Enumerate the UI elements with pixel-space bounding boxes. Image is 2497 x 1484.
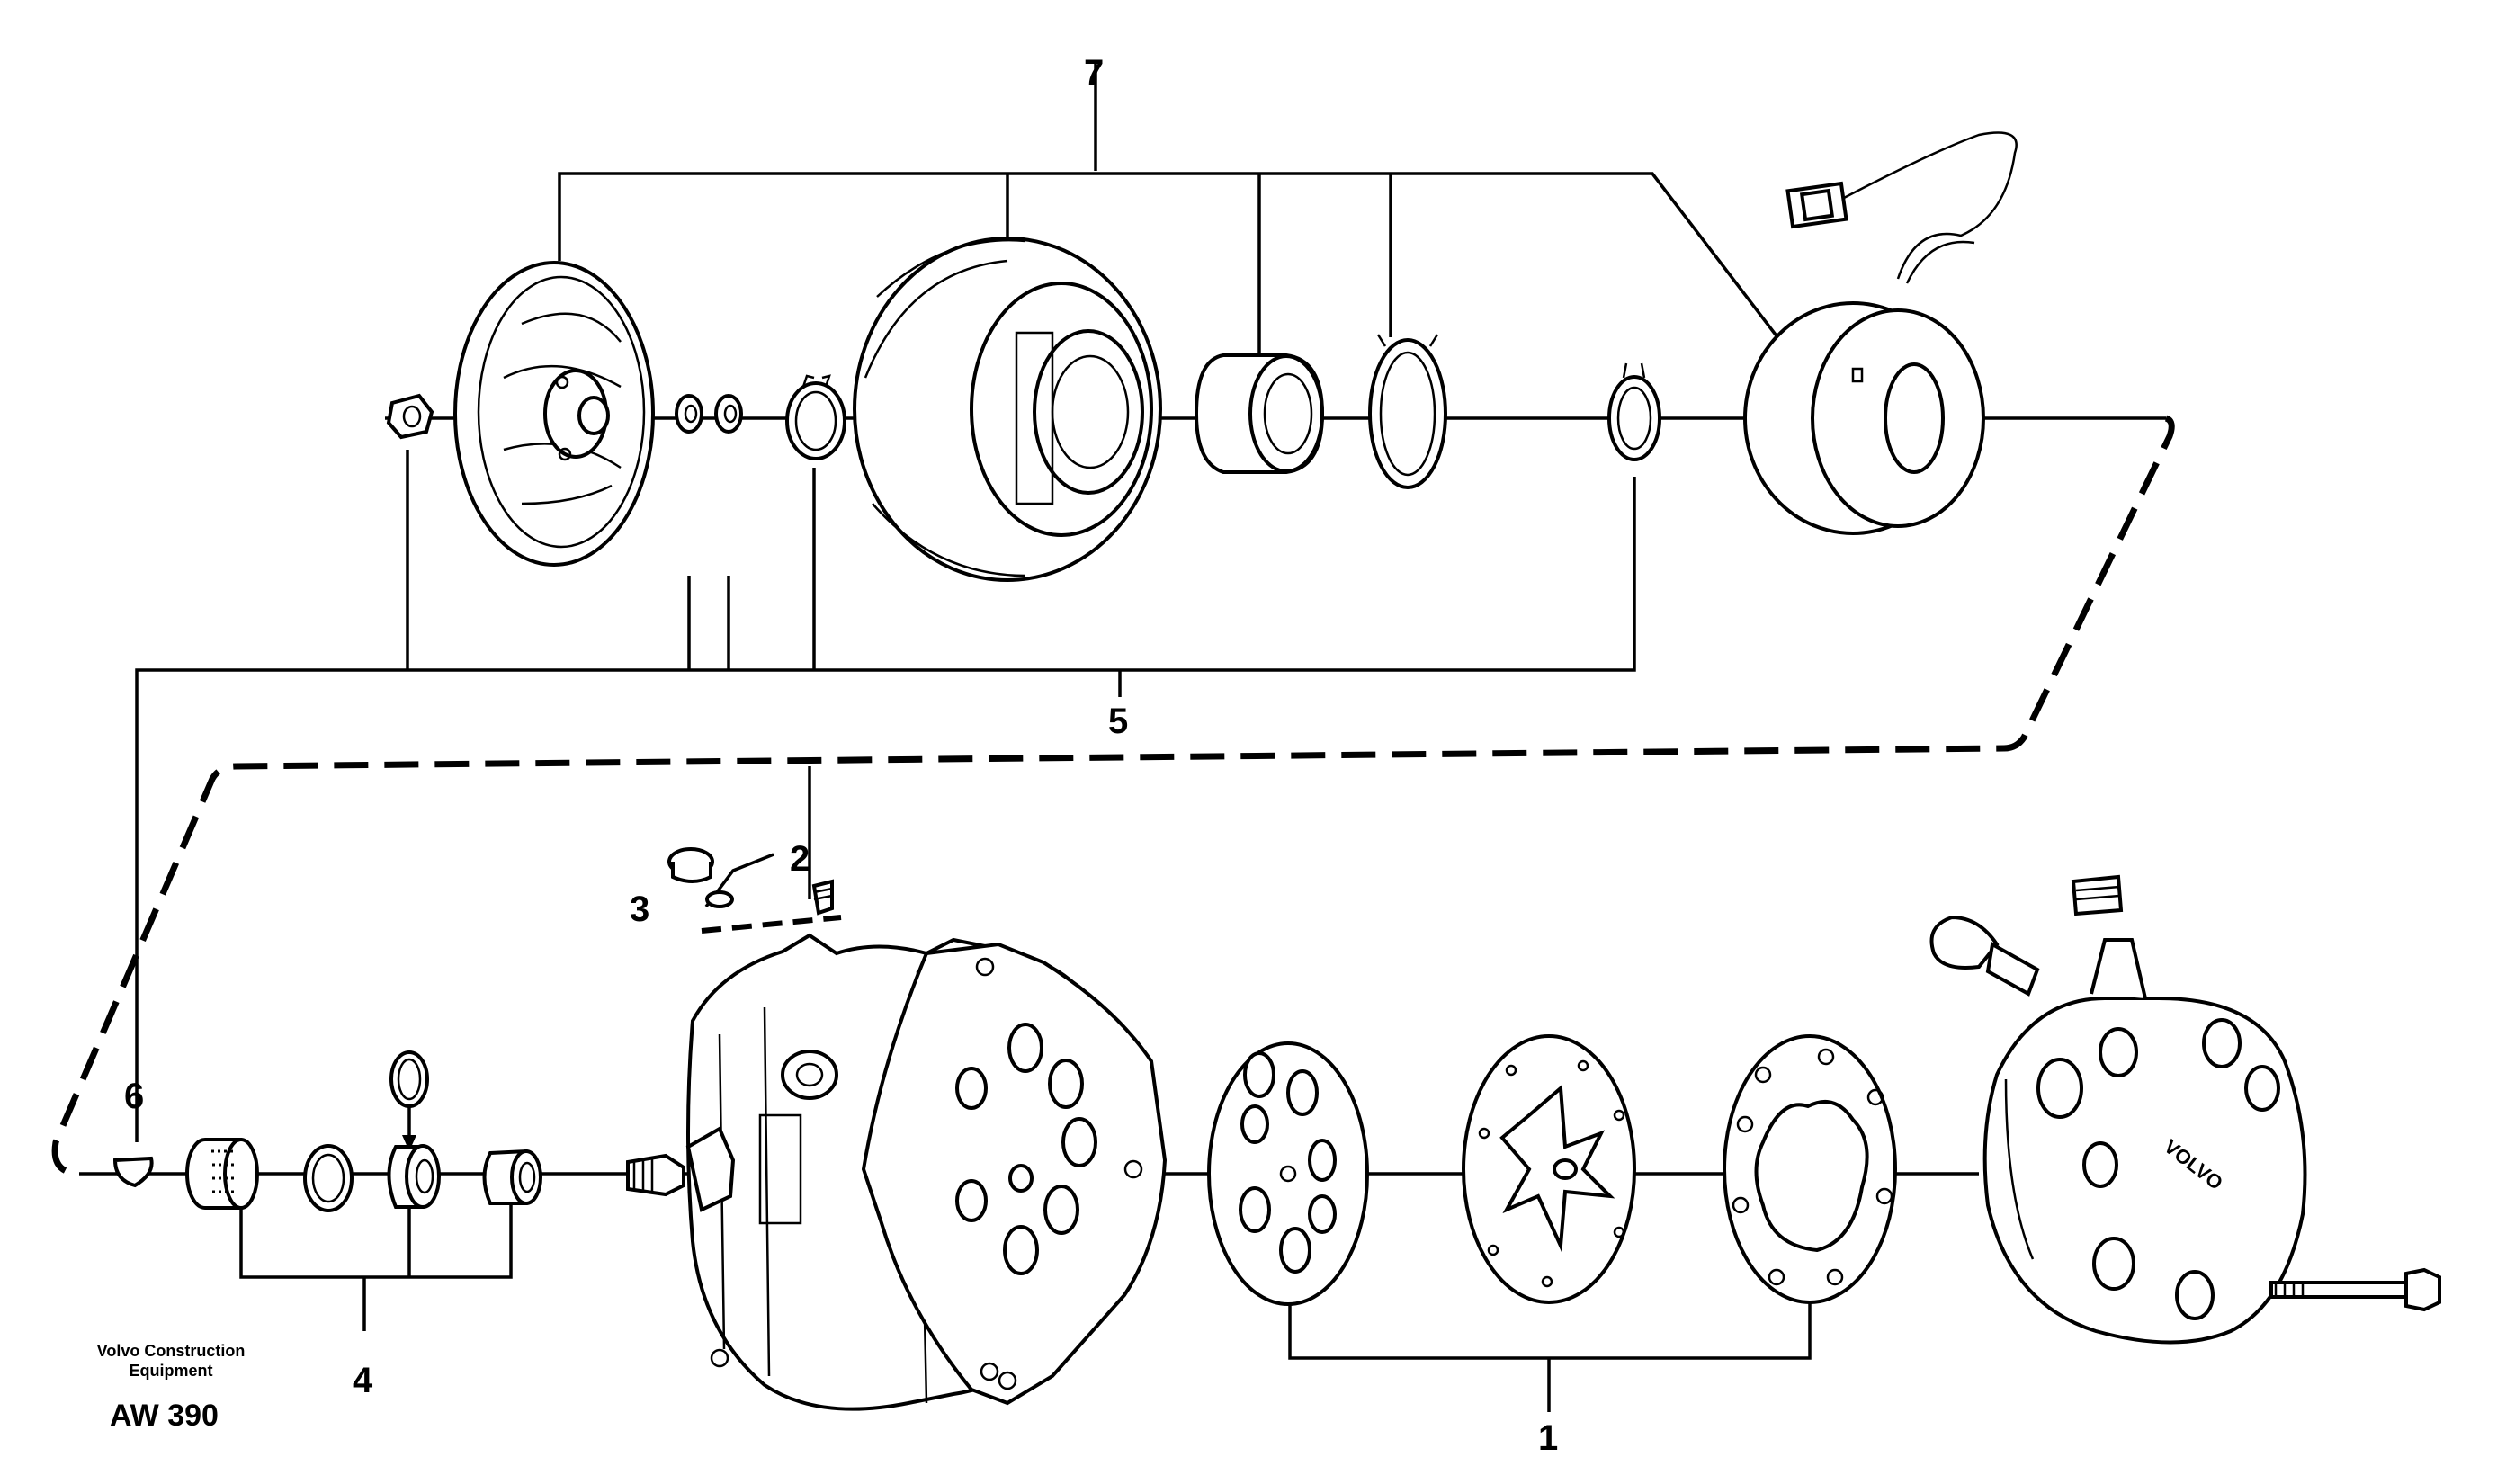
head-bolt — [2269, 1267, 2441, 1312]
callout-3: 3 — [630, 890, 649, 929]
shaft-seal — [482, 1149, 542, 1205]
fill-plug-bracket — [701, 915, 842, 934]
head-gasket — [1723, 1034, 1897, 1304]
callout-1: 1 — [1538, 1418, 1558, 1458]
callout-2: 2 — [790, 839, 810, 879]
shaft-seal-o-ring — [389, 1050, 429, 1108]
drawing-code: AW 390 — [110, 1399, 219, 1433]
callout-6: 6 — [124, 1077, 144, 1116]
snap-ring-upper-2 — [1607, 362, 1661, 461]
small-plug — [811, 879, 834, 916]
bearing — [1194, 353, 1325, 474]
shaft-seal-snap-ring — [303, 1144, 354, 1212]
clutch-nut — [386, 393, 434, 440]
callout-7: 7 — [1084, 53, 1104, 93]
fill-plug-o-ring — [705, 890, 734, 908]
snap-ring-upper-1 — [785, 374, 846, 460]
compressor-body — [626, 933, 1168, 1411]
clutch-shims — [675, 394, 743, 434]
company-name-line1: Volvo Construction — [97, 1342, 246, 1360]
valve-plate-gasket — [1207, 1041, 1369, 1306]
cylinder-head: VOLVO — [1929, 874, 2307, 1345]
pulley — [853, 237, 1162, 582]
shaft-seal-key — [112, 1156, 154, 1188]
callout-4: 4 — [353, 1361, 373, 1400]
company-name-line2: Equipment — [130, 1362, 213, 1380]
callout-5: 5 — [1108, 702, 1128, 741]
shaft-seal-felt — [185, 1138, 259, 1210]
upper-leader-lines — [135, 63, 2166, 1142]
shaft-seal-seat — [387, 1144, 441, 1209]
fill-plug — [667, 847, 714, 883]
assembly-connector-dashed — [51, 415, 2175, 1177]
valve-plate — [1462, 1034, 1636, 1304]
clutch-front-plate — [453, 261, 655, 567]
field-coil — [1743, 131, 2018, 535]
snap-ring-large — [1368, 334, 1447, 489]
